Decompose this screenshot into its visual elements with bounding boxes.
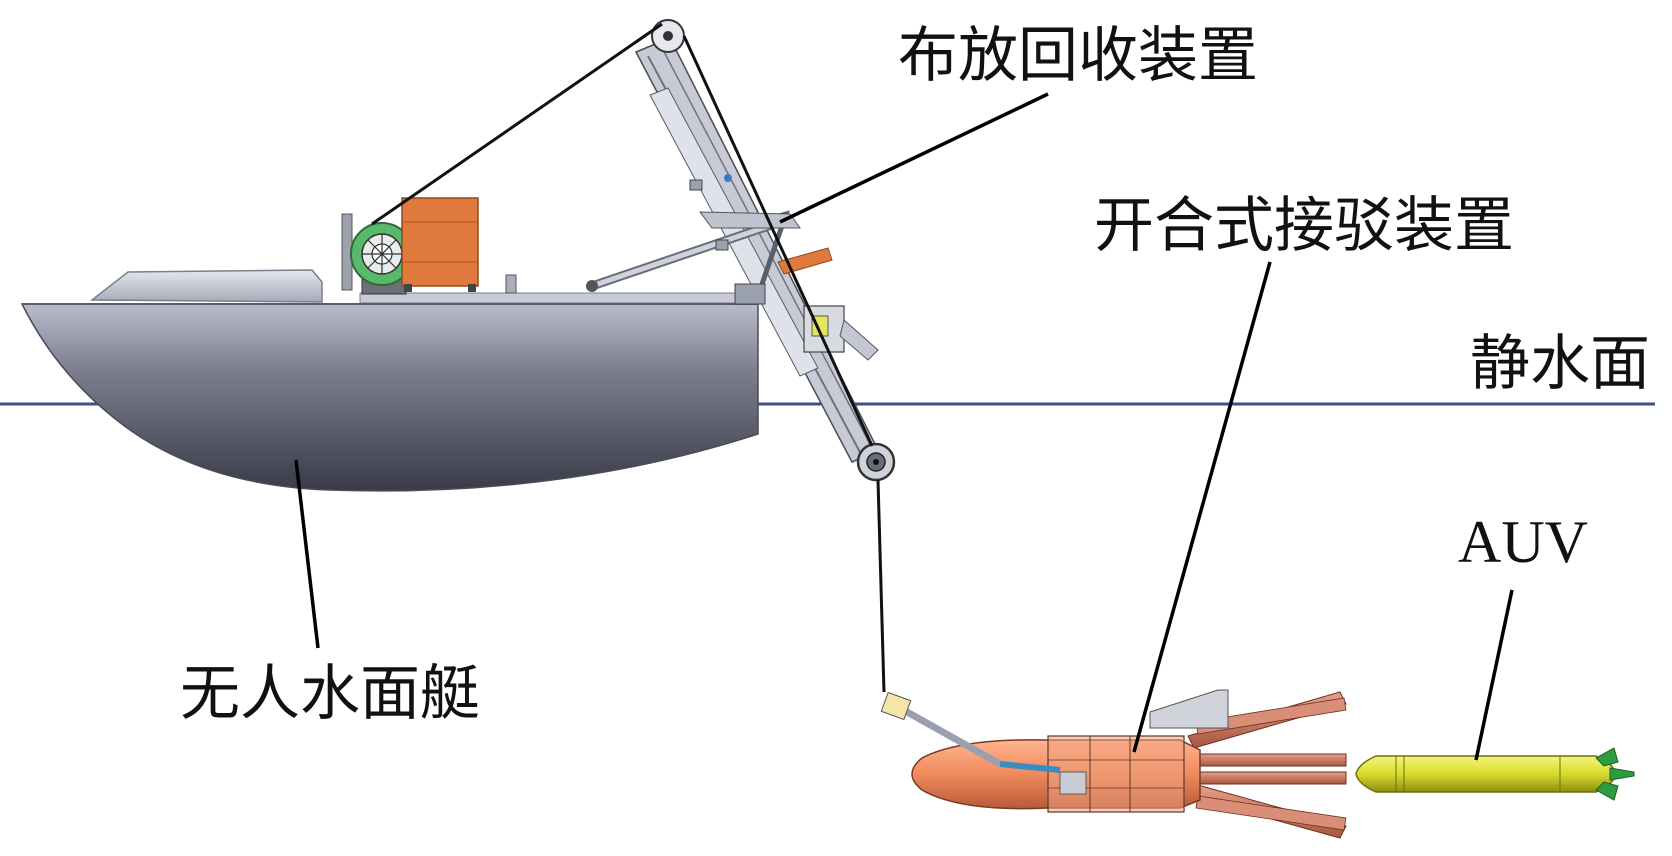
auv: [1355, 747, 1635, 801]
label-launch-recovery-device: 布放回收装置: [898, 21, 1258, 91]
deck-post: [505, 274, 517, 294]
label-usv: 无人水面艇: [180, 659, 480, 729]
tether-cable: [371, 22, 886, 693]
docking-device: [880, 689, 1347, 839]
control-box: [401, 197, 479, 292]
label-auv: AUV: [1458, 509, 1588, 575]
launch-recovery-device: [586, 19, 896, 482]
leader-lines: [294, 92, 1514, 761]
label-docking-device: 开合式接驳装置: [1094, 191, 1514, 261]
usv-hull: [20, 269, 759, 492]
label-still-water: 静水面: [1470, 329, 1650, 399]
